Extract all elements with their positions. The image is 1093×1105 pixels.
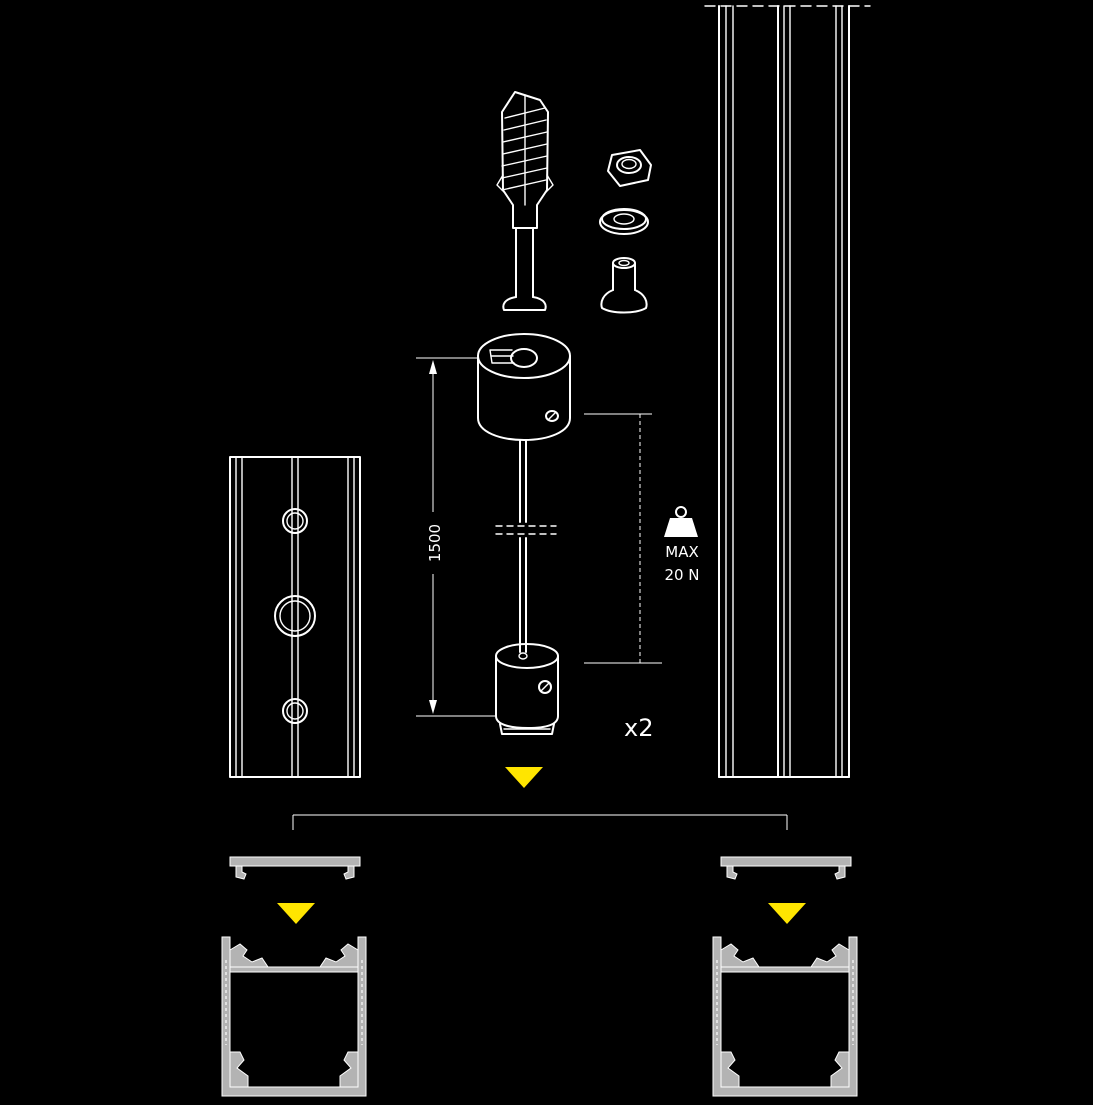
wall-plug-icon	[496, 91, 554, 311]
profile-cross-section-right	[712, 936, 858, 1097]
arrow-down-icon	[505, 767, 543, 788]
diffuser-cross-section-left	[229, 856, 361, 880]
quantity-label: x2	[624, 714, 653, 742]
diffuser-cross-section-right	[720, 856, 852, 880]
load-max-label: MAX	[665, 543, 698, 561]
ceiling-cap-icon	[477, 333, 571, 441]
arrow-down-icon	[768, 903, 806, 924]
profile-cross-section-left	[221, 936, 367, 1097]
profile-with-holes	[229, 456, 361, 778]
steel-cable	[495, 439, 557, 653]
weight-icon	[664, 506, 698, 537]
cable-gripper-icon	[495, 643, 559, 735]
load-value: 20 N	[664, 566, 699, 584]
dimension-1500: 1500	[416, 357, 496, 717]
vertical-profile-long	[704, 5, 871, 778]
washer-icon	[599, 208, 649, 235]
nut-icon	[607, 149, 652, 187]
arrow-down-icon	[277, 903, 315, 924]
screw-icon	[600, 257, 648, 314]
load-dimension	[584, 413, 662, 664]
bracket-line	[292, 814, 788, 830]
dimension-label: 1500	[426, 524, 444, 562]
